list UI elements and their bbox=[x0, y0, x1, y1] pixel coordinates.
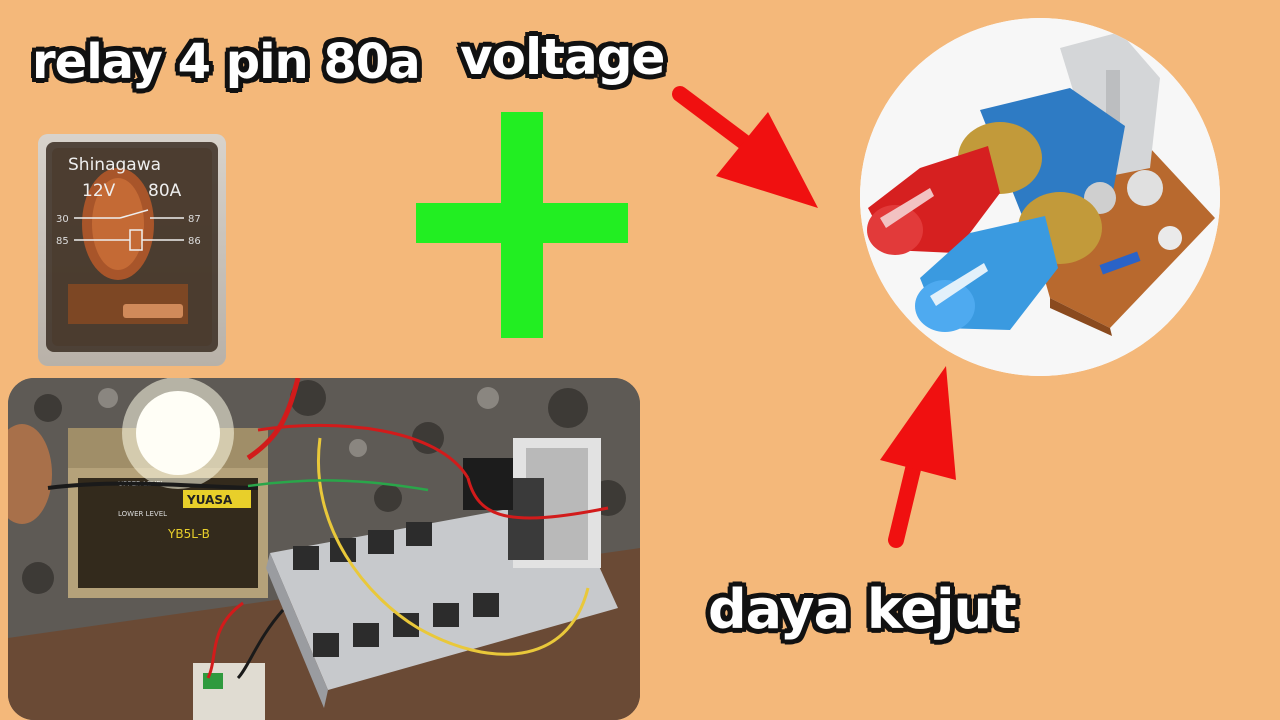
caption-daya-kejut: daya kejut bbox=[708, 578, 1017, 641]
relay-pin-87: 87 bbox=[188, 214, 201, 225]
arrow-down-right-icon bbox=[672, 86, 818, 208]
relay-pin-30: 30 bbox=[56, 214, 69, 225]
relay-photo: Shinagawa 12V 80A 30 87 85 86 bbox=[38, 134, 226, 366]
caption-relay: relay 4 pin 80a bbox=[32, 34, 421, 90]
plus-sign-horizontal-bar bbox=[416, 203, 628, 243]
relay-voltage: 12V bbox=[82, 181, 116, 201]
caption-voltage: voltage bbox=[460, 28, 665, 86]
relay-pin-86: 86 bbox=[188, 236, 201, 247]
relay-illustration: Shinagawa 12V 80A 30 87 85 86 bbox=[38, 134, 226, 366]
voltage-module-illustration bbox=[860, 18, 1220, 376]
circuit-bench-illustration: YUASA YB5L-B UPPER LEVEL LOWER LEVEL bbox=[8, 378, 640, 720]
relay-pin-85: 85 bbox=[56, 236, 69, 247]
relay-brand: Shinagawa bbox=[68, 155, 161, 175]
arrow-up-right-icon bbox=[880, 366, 956, 548]
voltage-module-photo bbox=[860, 18, 1220, 376]
circuit-bench-photo: YUASA YB5L-B UPPER LEVEL LOWER LEVEL bbox=[8, 378, 640, 720]
battery-lower-level: LOWER LEVEL bbox=[118, 510, 167, 518]
relay-current: 80A bbox=[148, 181, 182, 201]
battery-model: YB5L-B bbox=[167, 527, 210, 541]
battery-brand: YUASA bbox=[186, 493, 233, 507]
